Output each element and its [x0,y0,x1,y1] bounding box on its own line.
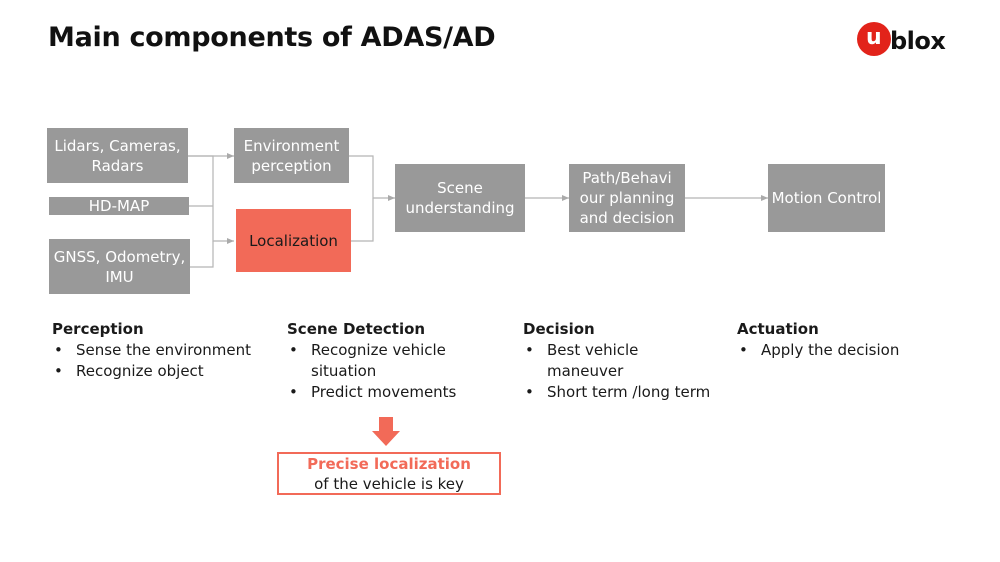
connector-gnss-loc [190,241,214,268]
list-item: Predict movements [287,382,507,403]
callout-box: Precise localization of the vehicle is k… [277,452,501,495]
column-actuation: Actuation Apply the decision [737,320,937,361]
connector-sensors-loc [188,155,234,244]
connector-loc-scene [351,198,374,242]
list-item: Recognize object [52,361,252,382]
box-environment-perception: Environment perception [234,128,349,183]
column-decision: Decision Best vehicle maneuver Short ter… [523,320,733,403]
box-hd-map: HD-MAP [49,197,189,215]
callout-strong: Precise localization [307,454,471,473]
list-item: Apply the decision [737,340,937,361]
list-item: Recognize vehicle situation [287,340,486,382]
column-perception: Perception Sense the environment Recogni… [52,320,252,382]
box-path-planning: Path/Behavi our planning and decision [569,164,685,232]
logo-text: blox [890,27,946,55]
list-item: Best vehicle maneuver [523,340,677,382]
list-item: Sense the environment [52,340,252,361]
box-gnss-odometry-imu: GNSS, Odometry, IMU [49,239,190,294]
list-item: Short term /long term [523,382,733,403]
down-arrow-icon [372,417,400,446]
box-localization: Localization [236,209,351,272]
callout-text: of the vehicle is key [314,474,464,493]
box-scene-understanding: Scene understanding [395,164,525,232]
column-heading: Actuation [737,320,819,338]
column-heading: Perception [52,320,144,338]
logo-mark: u [866,25,882,50]
page-title: Main components of ADAS/AD [48,22,496,53]
logo-circle-icon: u [857,22,891,56]
ublox-logo: u blox [857,22,957,62]
box-motion-control: Motion Control [768,164,885,232]
box-sensors: Lidars, Cameras, Radars [47,128,188,183]
column-heading: Decision [523,320,595,338]
column-heading: Scene Detection [287,320,426,338]
column-scene-detection: Scene Detection Recognize vehicle situat… [287,320,507,403]
connector-env-scene [349,155,395,201]
